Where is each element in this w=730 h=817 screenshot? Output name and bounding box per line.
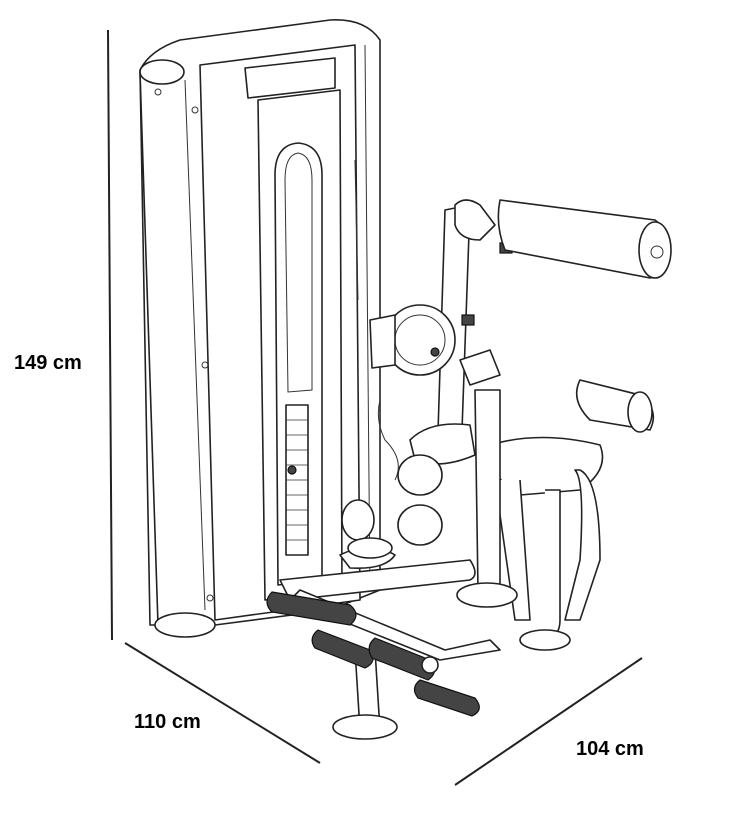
depth-label: 110 cm	[134, 711, 201, 733]
seat-frame	[279, 389, 604, 740]
height-dimension-line	[107, 29, 113, 641]
exercise-arm	[341, 199, 672, 546]
width-dimension-line	[454, 657, 643, 786]
foot-rollers	[266, 591, 480, 717]
width-label: 104 cm	[576, 738, 644, 760]
weight-stack-tower	[139, 19, 381, 638]
depth-dimension-line	[124, 642, 321, 764]
height-label: 149 cm	[14, 352, 82, 374]
